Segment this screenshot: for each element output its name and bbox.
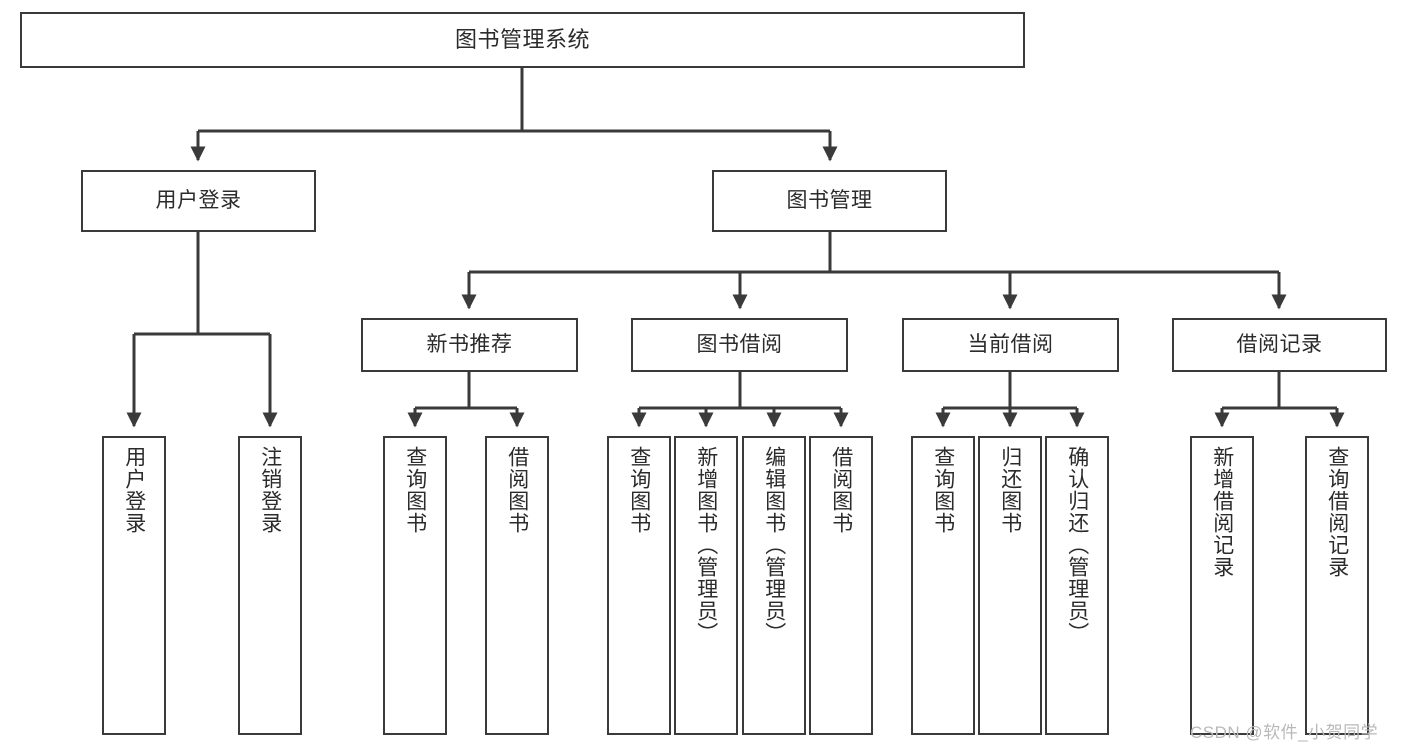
watermark-credit: CSDN @软件_小贺同学 bbox=[1190, 723, 1379, 742]
node-label: 借阅记录 bbox=[1236, 333, 1323, 357]
node-book-borrow[interactable]: 图书借阅 bbox=[631, 318, 848, 372]
node-label: 图书管理 bbox=[786, 189, 873, 213]
node-label: 新书推荐 bbox=[426, 333, 513, 357]
node-label: 新增借阅记录 bbox=[1210, 446, 1234, 578]
node-label: 图书借阅 bbox=[696, 333, 783, 357]
node-borrow-record[interactable]: 借阅记录 bbox=[1172, 318, 1387, 372]
node-label: 图书管理系统 bbox=[454, 26, 590, 52]
leaf-borrow-add-book-admin[interactable]: 新增图书（管理员） bbox=[674, 436, 738, 735]
node-new-book-recommend[interactable]: 新书推荐 bbox=[361, 318, 578, 372]
node-current-borrow[interactable]: 当前借阅 bbox=[902, 318, 1119, 372]
leaf-current-query-book[interactable]: 查询图书 bbox=[911, 436, 975, 735]
leaf-record-add-record[interactable]: 新增借阅记录 bbox=[1190, 436, 1254, 735]
node-label: 用户登录 bbox=[155, 189, 242, 213]
node-label: 查询图书 bbox=[627, 446, 651, 534]
node-label: 用户登录 bbox=[122, 446, 146, 534]
leaf-recommend-borrow-book[interactable]: 借阅图书 bbox=[485, 436, 549, 735]
node-label: 借阅图书 bbox=[829, 446, 853, 534]
node-label: 编辑图书（管理员） bbox=[762, 446, 786, 644]
leaf-borrow-query-book[interactable]: 查询图书 bbox=[607, 436, 671, 735]
node-label: 借阅图书 bbox=[505, 446, 529, 534]
leaf-record-query-record[interactable]: 查询借阅记录 bbox=[1305, 436, 1369, 735]
node-book-management[interactable]: 图书管理 bbox=[712, 170, 947, 232]
node-user-login[interactable]: 用户登录 bbox=[81, 170, 316, 232]
node-label: 查询借阅记录 bbox=[1325, 446, 1349, 578]
leaf-user-login-signin[interactable]: 用户登录 bbox=[102, 436, 166, 735]
leaf-borrow-edit-book-admin[interactable]: 编辑图书（管理员） bbox=[742, 436, 806, 735]
leaf-recommend-query-book[interactable]: 查询图书 bbox=[383, 436, 447, 735]
leaf-current-return-book[interactable]: 归还图书 bbox=[978, 436, 1042, 735]
node-label: 新增图书（管理员） bbox=[694, 446, 718, 644]
node-root-system[interactable]: 图书管理系统 bbox=[20, 12, 1025, 68]
node-label: 查询图书 bbox=[931, 446, 955, 534]
node-label: 归还图书 bbox=[998, 446, 1022, 534]
leaf-user-login-signout[interactable]: 注销登录 bbox=[238, 436, 302, 735]
node-label: 确认归还（管理员） bbox=[1065, 446, 1089, 644]
leaf-borrow-borrow-book[interactable]: 借阅图书 bbox=[809, 436, 873, 735]
node-label: 注销登录 bbox=[258, 446, 282, 534]
node-label: 查询图书 bbox=[403, 446, 427, 534]
leaf-current-confirm-return-admin[interactable]: 确认归还（管理员） bbox=[1045, 436, 1109, 735]
node-label: 当前借阅 bbox=[967, 333, 1054, 357]
